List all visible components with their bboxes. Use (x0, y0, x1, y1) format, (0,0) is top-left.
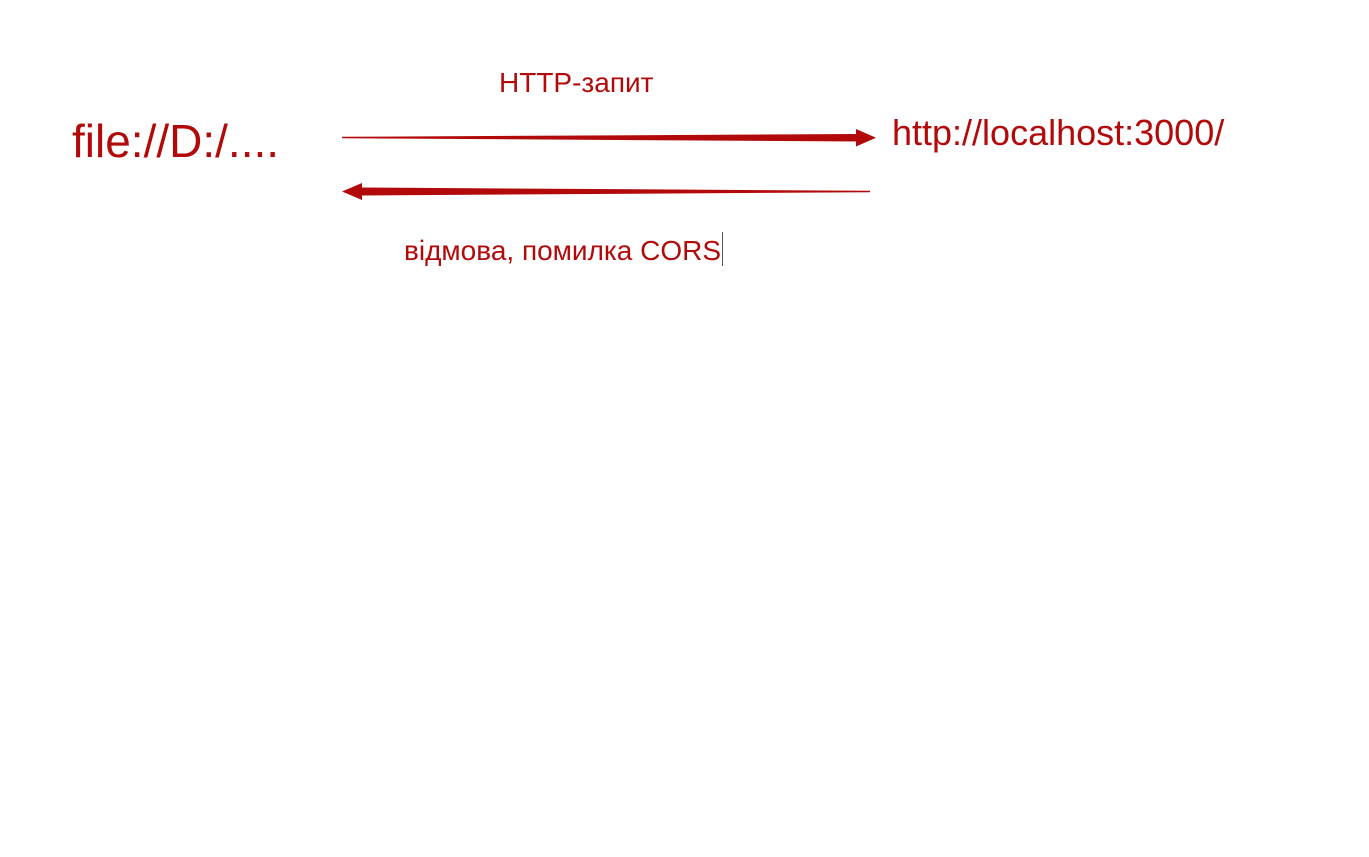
response-arrow (342, 183, 870, 200)
text-cursor (722, 232, 724, 266)
request-label: HTTP-запит (499, 67, 654, 98)
response-label: відмова, помилка CORS (404, 235, 722, 266)
request-arrow (342, 129, 876, 147)
response-label-wrap: відмова, помилка CORS (404, 232, 724, 266)
server-origin-label: http://localhost:3000/ (892, 112, 1225, 153)
client-origin-label: file://D:/.... (72, 115, 280, 167)
